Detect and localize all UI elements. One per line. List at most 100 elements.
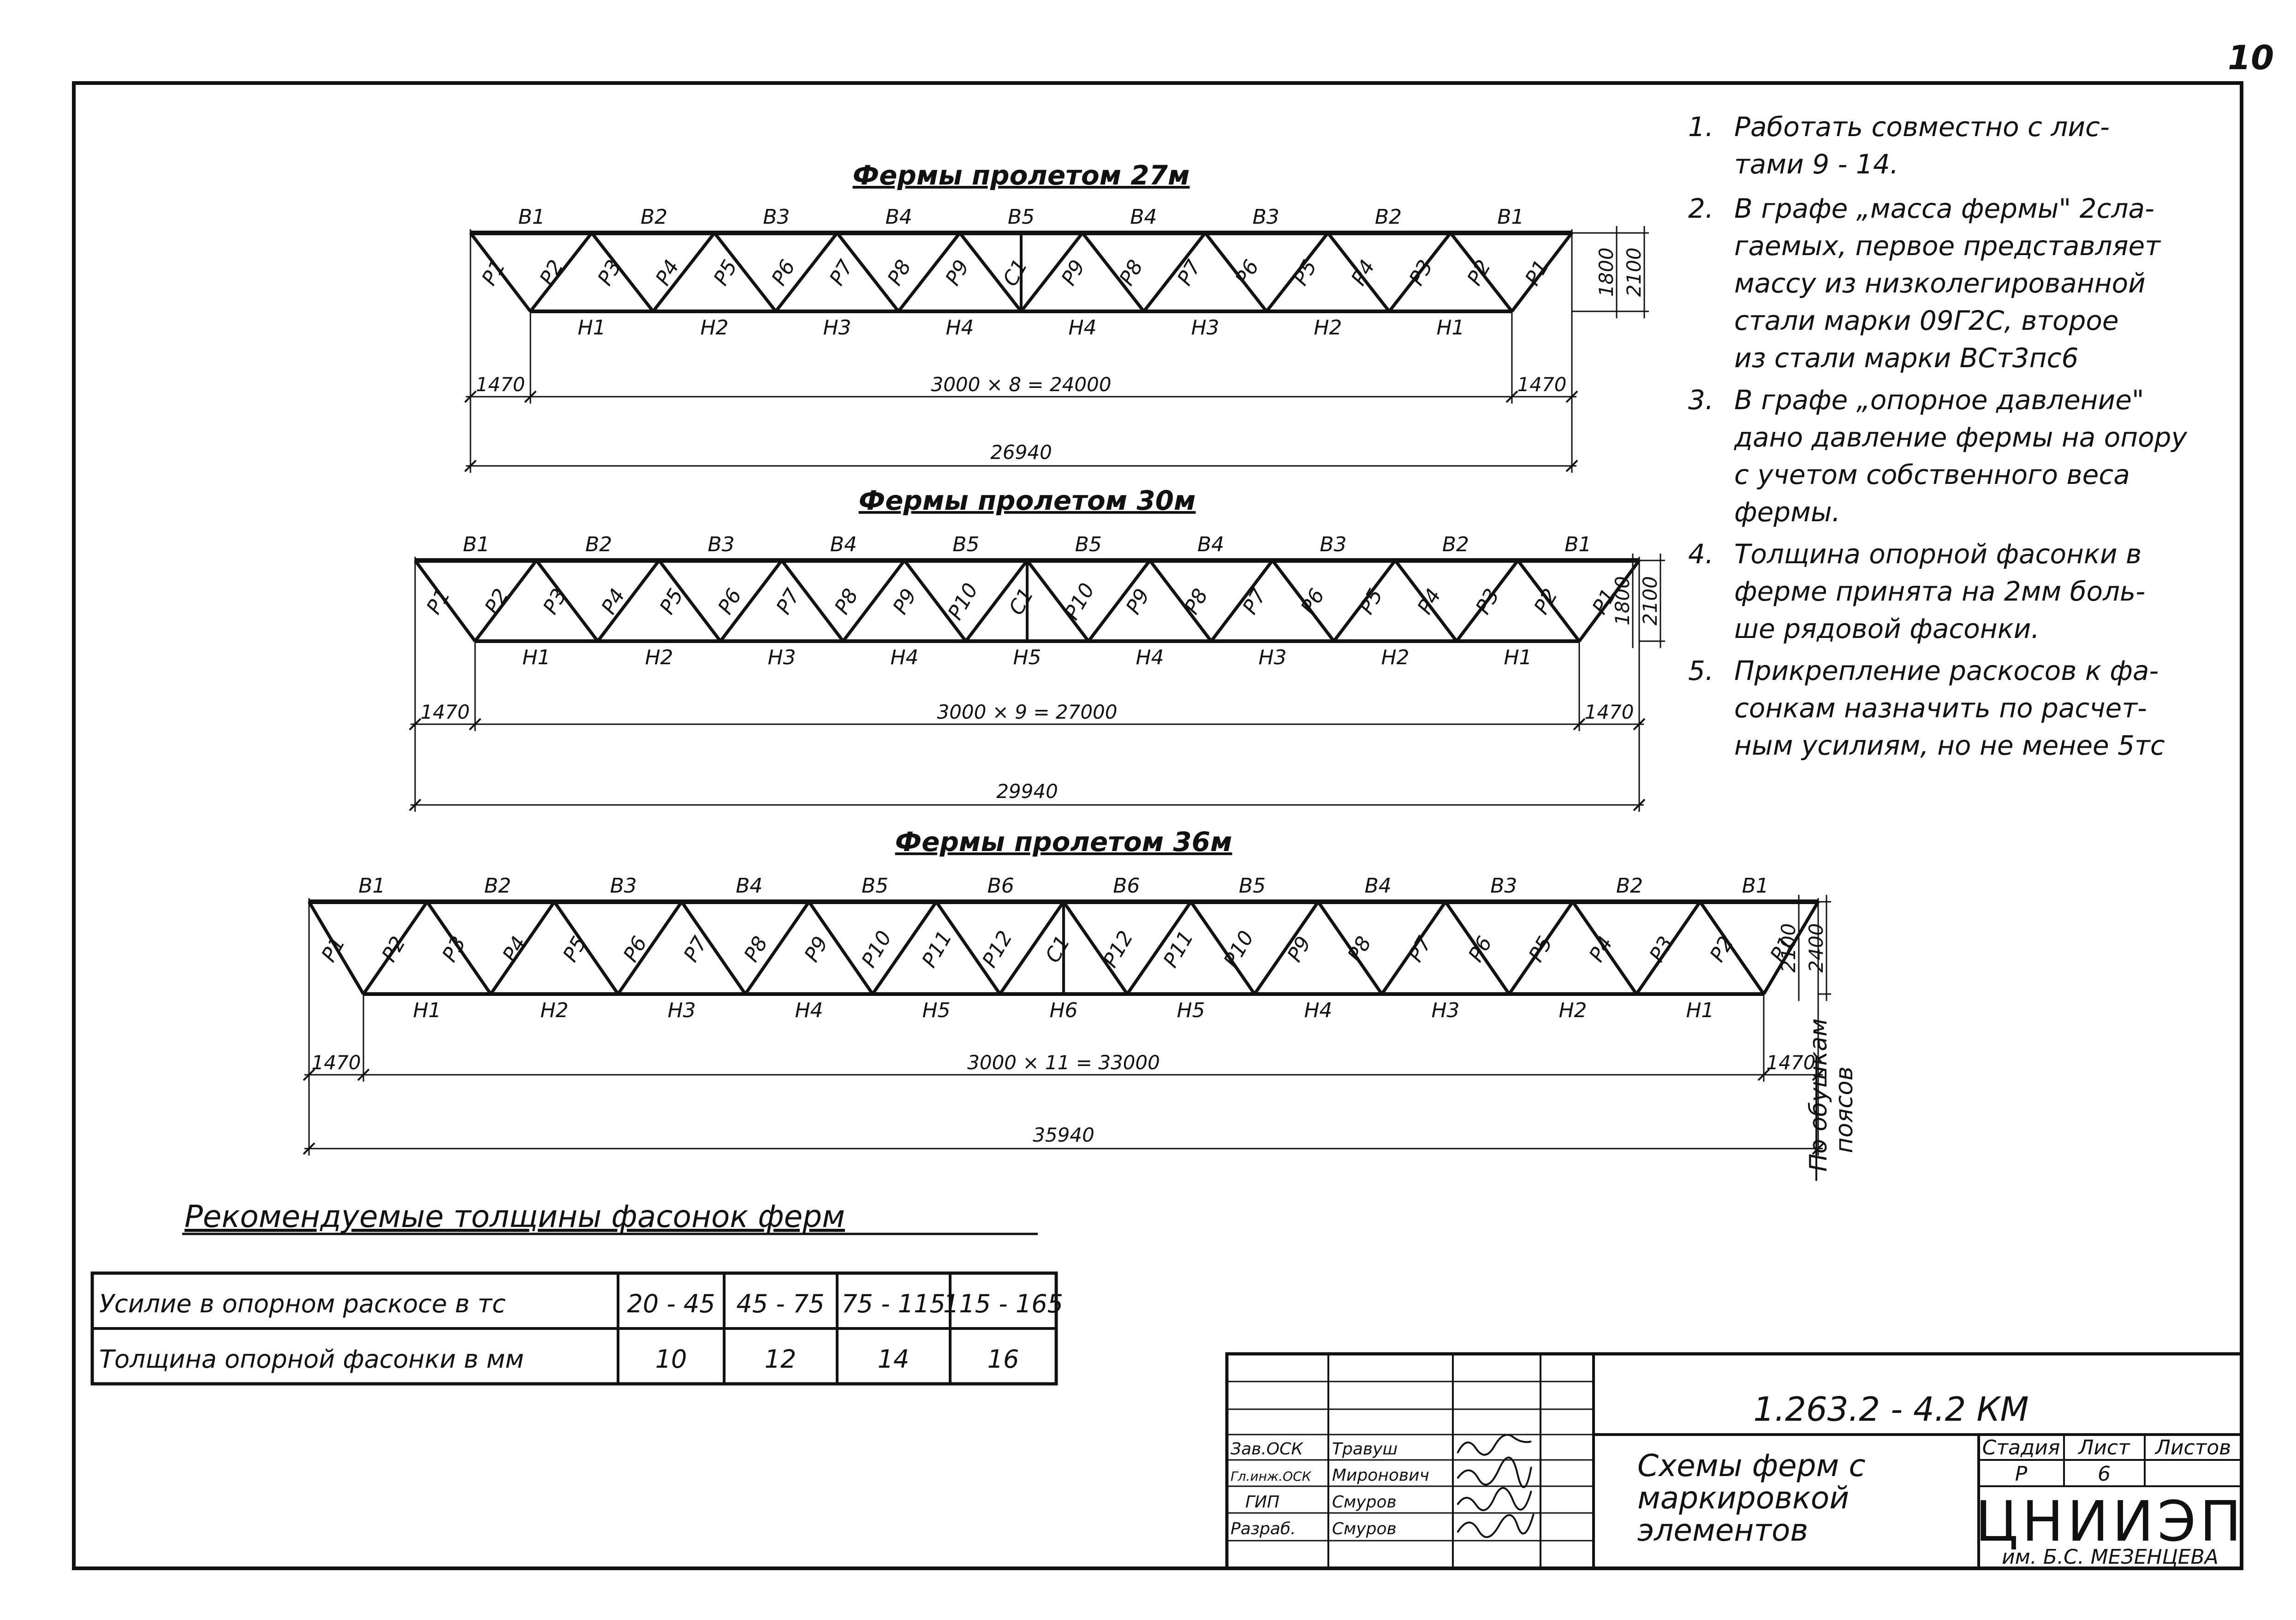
diagonal — [1444, 901, 1511, 995]
diagonal — [1026, 559, 1090, 643]
designation: 1.263.2 - 4.2 КМ — [1753, 1390, 2028, 1429]
top-chord-label: В2 — [1375, 205, 1402, 229]
bottom-chord-label: Н3 — [667, 999, 696, 1022]
diagonal-label: С1 — [1041, 932, 1075, 967]
thickness-table: Усилие в опорном раскосе в тс Толщина оп… — [90, 1271, 1063, 1386]
stage-header: Стадия — [1982, 1436, 2060, 1459]
staff-name: Смуров — [1332, 1493, 1397, 1512]
side-note-line-1: По обушкам — [1805, 1018, 1832, 1172]
signature — [1457, 1434, 1532, 1456]
top-chord-label: В3 — [1320, 533, 1346, 556]
dimension-panels: 3000 × 11 = 33000 — [967, 1051, 1160, 1074]
diagonal-label: Р3 — [539, 585, 571, 619]
bottom-chord-label: Н1 — [522, 646, 550, 669]
diagonal — [529, 232, 593, 313]
dimension-tick — [1812, 1068, 1825, 1081]
diagonal-label: Р9 — [888, 585, 921, 619]
diagonal-label: Р6 — [1231, 256, 1263, 290]
truss-title: Фермы пролетом 30м — [859, 485, 1196, 516]
note-line: ше рядовой фасонки. — [1734, 613, 2040, 644]
diagonal — [842, 559, 906, 643]
force-range: 20 - 45 — [627, 1289, 715, 1318]
thickness-table-title: Рекомендуемые толщины фасонок ферм — [184, 1199, 845, 1234]
height-value: 2100 — [1777, 923, 1800, 973]
height-value: 2400 — [1805, 923, 1827, 973]
diagonal-label: Р7 — [1404, 932, 1436, 966]
diagonal-label: Р2 — [480, 585, 513, 619]
dimension-total: 35940 — [1033, 1124, 1094, 1146]
diagonal — [958, 232, 1023, 313]
diagonal — [469, 232, 532, 313]
diagonal-label: Р4 — [597, 585, 630, 619]
side-note-line-2: поясов — [1831, 1066, 1858, 1153]
diagonal-label: Р3 — [593, 256, 626, 290]
top-chord-label: В2 — [484, 874, 511, 898]
diagonal-label: Р3 — [1645, 932, 1678, 966]
bottom-chord-label: Н1 — [1686, 999, 1714, 1022]
bottom-chord-label: Н4 — [1068, 316, 1096, 339]
note-line: В графе „опорное давление" — [1734, 384, 2144, 416]
diagonal — [1210, 559, 1274, 643]
diagonal-label: Р5 — [1289, 256, 1321, 290]
diagonal — [808, 901, 874, 995]
top-chord-label: В1 — [1497, 205, 1524, 229]
top-chord-label: В5 — [952, 533, 979, 556]
dimension-panels: 3000 × 9 = 27000 — [937, 701, 1117, 723]
diagonal — [680, 901, 747, 995]
sheet-value: 6 — [2098, 1462, 2111, 1486]
sheet-frame — [72, 81, 2243, 1570]
bottom-chord-label: Н1 — [413, 999, 441, 1022]
dimension-tick — [1505, 390, 1518, 403]
dimension-left: 1470 — [421, 701, 470, 723]
top-chord-label: В3 — [1253, 205, 1279, 229]
diagonal — [1388, 232, 1452, 313]
diagonal — [489, 901, 556, 995]
diagonal-label: Р4 — [651, 256, 684, 290]
bottom-chord-label: Н4 — [1304, 999, 1332, 1022]
note-line: массу из низколегированной — [1734, 268, 2146, 299]
top-chord-label: В5 — [1239, 874, 1266, 898]
diagonal-label: Р2 — [377, 932, 410, 966]
note-line: Работать совместно с лис- — [1734, 111, 2110, 143]
diagonal — [1508, 901, 1574, 995]
diagonal-label: Р8 — [1180, 585, 1213, 619]
bottom-chord-label: Н3 — [767, 646, 796, 669]
top-chord-label: В5 — [1008, 205, 1035, 229]
diagonal-label: С1 — [999, 255, 1033, 290]
diagonal-label: Р7 — [1173, 256, 1206, 290]
bottom-chord-label: Н2 — [1381, 646, 1409, 669]
diagonal-label: Р8 — [830, 585, 863, 619]
dimension-panels: 3000 × 8 = 24000 — [931, 373, 1111, 396]
diagonal — [362, 901, 428, 995]
sheet-title-line-3: элементов — [1637, 1513, 1808, 1548]
bottom-chord-label: Н2 — [540, 999, 568, 1022]
staff-name: Травуш — [1332, 1440, 1398, 1459]
bottom-chord-label: Н1 — [577, 316, 606, 339]
diagonal — [1142, 232, 1207, 313]
diagonal — [871, 901, 938, 995]
diagonal-label: Р2 — [1705, 932, 1738, 966]
staff-role: ГИП — [1245, 1493, 1279, 1512]
dimension-tick — [409, 718, 422, 731]
dimension-tick — [464, 390, 477, 403]
top-chord-label: В3 — [763, 205, 790, 229]
dimension-right: 1470 — [1585, 701, 1634, 723]
diagonal — [1081, 232, 1145, 313]
org-subtitle: им. Б.С. МЕЗЕНЦЕВА — [2002, 1545, 2219, 1569]
diagonal — [1190, 901, 1256, 995]
force-range: 75 - 115 — [841, 1289, 946, 1318]
bottom-chord-label: Н1 — [1436, 316, 1464, 339]
signature — [1457, 1513, 1535, 1538]
note-line: Прикрепление раскосов к фа- — [1734, 655, 2159, 686]
bottom-chord-label: Н5 — [922, 999, 950, 1022]
diagonal — [1148, 559, 1213, 643]
truss-title: Фермы пролетом 36м — [895, 826, 1232, 858]
diagonal — [553, 901, 619, 995]
general-notes: 1.Работать совместно с лис-тами 9 - 14.2… — [1688, 111, 2187, 761]
diagonal — [1449, 232, 1513, 313]
top-chord-label: В2 — [641, 205, 667, 229]
top-chord-label: В1 — [463, 533, 490, 556]
bottom-chord-label: Н6 — [1049, 999, 1077, 1022]
diagonal — [1517, 559, 1581, 643]
diagonal — [1126, 901, 1192, 995]
